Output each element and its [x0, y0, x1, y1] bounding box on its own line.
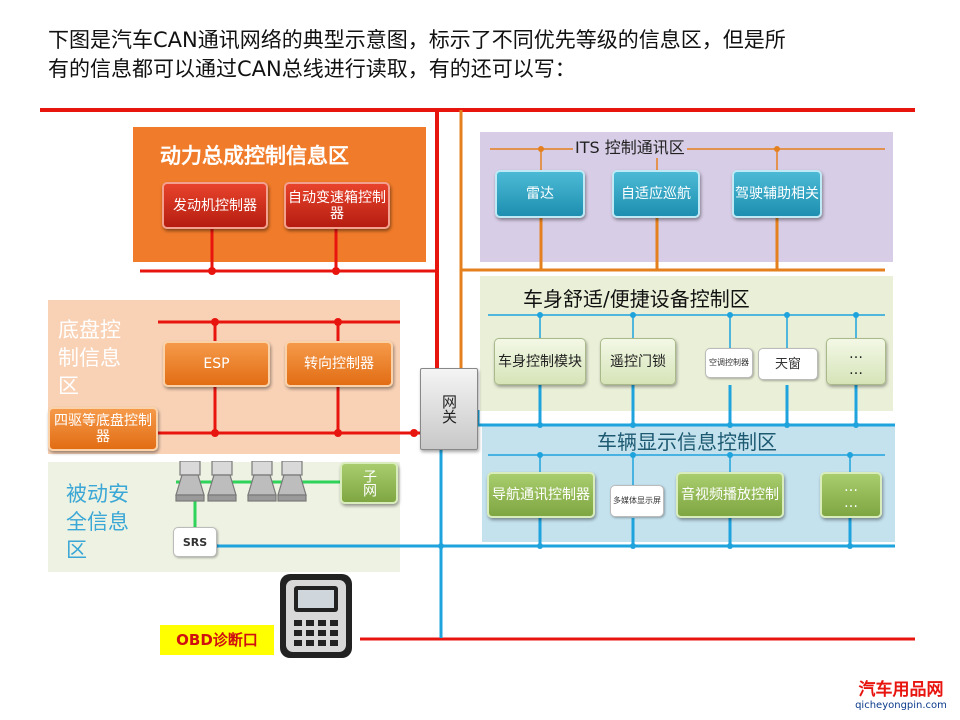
display-more-node: … … — [820, 472, 882, 518]
body-control-module-node: 车身控制模块 — [494, 338, 586, 385]
gateway-label: 网关 — [440, 394, 458, 424]
display-zone-title: 车辆显示信息控制区 — [597, 430, 777, 454]
radar-node: 雷达 — [495, 170, 585, 218]
intro-line-2: 有的信息都可以通过CAN总线进行读取，有的还可以写： — [48, 57, 576, 81]
adaptive-cruise-node: 自适应巡航 — [612, 170, 700, 218]
airbag-icons — [175, 461, 307, 502]
comfort-zone-title: 车身舒适/便捷设备控制区 — [523, 287, 750, 311]
chassis-zone-title: 底盘控制信息区 — [58, 318, 121, 398]
multimedia-display-node: 多媒体显示屏 — [610, 485, 664, 517]
intro-line-1: 下图是汽车CAN通讯网络的典型示意图，标示了不同优先等级的信息区，但是所 — [48, 28, 786, 52]
watermark-url: qicheyongpin.com — [855, 700, 947, 711]
gateway-node: 网关 — [420, 368, 478, 450]
steering-controller-node: 转向控制器 — [285, 341, 393, 387]
watermark-title: 汽车用品网 — [858, 680, 944, 700]
driver-assist-node: 驾驶辅助相关 — [732, 170, 822, 218]
obd-port-label: OBD诊断口 — [160, 625, 274, 655]
passive-zone-title: 被动安全信息区 — [66, 482, 129, 562]
sunroof-node: 天窗 — [758, 348, 818, 380]
navigation-controller-node: 导航通讯控制器 — [487, 472, 595, 518]
engine-controller-node: 发动机控制器 — [162, 182, 268, 229]
powertrain-zone-title: 动力总成控制信息区 — [160, 144, 349, 168]
intro-text: 下图是汽车CAN通讯网络的典型示意图，标示了不同优先等级的信息区，但是所 有的信… — [48, 26, 908, 84]
subnet-node: 子网 — [340, 462, 398, 504]
ac-controller-node: 空调控制器 — [705, 348, 753, 378]
awd-chassis-controller-node: 四驱等底盘控制器 — [48, 407, 158, 451]
its-zone-title: ITS 控制通讯区 — [573, 134, 687, 158]
remote-door-lock-node: 遥控门锁 — [600, 338, 676, 385]
transmission-controller-node: 自动变速箱控制器 — [284, 182, 390, 229]
esp-node: ESP — [163, 341, 270, 387]
av-playback-controller-node: 音视频播放控制 — [676, 472, 784, 518]
obd-scanner-icon — [280, 574, 352, 658]
comfort-more-node: … … — [826, 338, 886, 385]
watermark-logo: 汽车用品网 qicheyongpin.com — [845, 680, 957, 712]
srs-node: SRS — [173, 527, 217, 557]
